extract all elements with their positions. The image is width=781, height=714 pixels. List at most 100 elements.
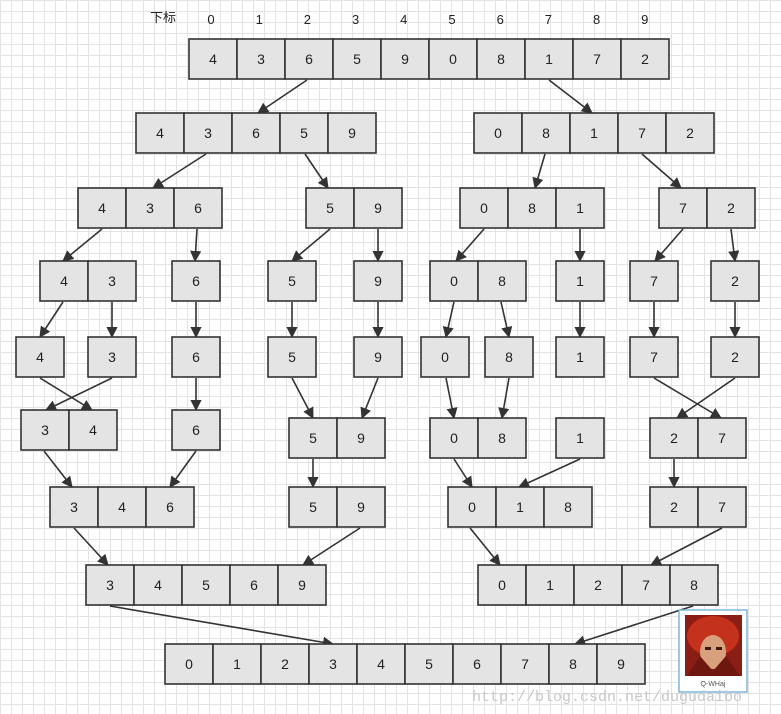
- array-cell: [649, 417, 699, 459]
- cell-value: 8: [505, 349, 513, 365]
- cell-value: 6: [250, 577, 258, 593]
- cell-value: 1: [576, 200, 584, 216]
- cell-value: 5: [309, 499, 317, 515]
- array-cell: [665, 112, 715, 154]
- cell-value: 3: [146, 200, 154, 216]
- array-cell: [521, 112, 571, 154]
- cell-value: 2: [594, 577, 602, 593]
- array-cell: [284, 38, 334, 80]
- array-box: 8: [484, 336, 534, 378]
- array-cell: [697, 486, 747, 528]
- arrows-layer: [39, 79, 741, 648]
- cell-value: 8: [690, 577, 698, 593]
- arrow-e8-f5: [653, 377, 722, 419]
- cell-value: 4: [377, 656, 385, 672]
- array-cell: [569, 112, 619, 154]
- array-cell: [279, 112, 329, 154]
- arrow-f0-g0: [43, 450, 73, 488]
- cell-value: 2: [670, 430, 678, 446]
- array-cell: [420, 336, 470, 378]
- cell-value: 3: [41, 422, 49, 438]
- array-cell: [171, 336, 221, 378]
- cell-value: 1: [546, 577, 554, 593]
- cell-value: 7: [650, 273, 658, 289]
- array-box: 0: [420, 336, 470, 378]
- cell-value: 0: [494, 125, 502, 141]
- arrow-c3-d6: [654, 228, 684, 262]
- array-cell: [452, 643, 502, 685]
- array-cell: [555, 417, 605, 459]
- cell-value: 9: [298, 577, 306, 593]
- cell-value: 3: [204, 125, 212, 141]
- cell-value: 1: [233, 656, 241, 672]
- array-cell: [629, 260, 679, 302]
- array-cell: [171, 260, 221, 302]
- cell-value: 1: [590, 125, 598, 141]
- array-cell: [212, 643, 262, 685]
- cell-value: 3: [329, 656, 337, 672]
- cell-value: 9: [374, 349, 382, 365]
- cell-value: 0: [450, 430, 458, 446]
- watermark-url: http://blog.csdn.net/dugudaibo: [472, 689, 742, 706]
- cell-value: 0: [449, 51, 457, 67]
- array-cell: [555, 187, 605, 229]
- cell-value: 8: [528, 200, 536, 216]
- cell-value: 6: [473, 656, 481, 672]
- array-cell: [85, 564, 135, 606]
- array-cell: [353, 260, 403, 302]
- cell-value: 3: [257, 51, 265, 67]
- array-cell: [477, 417, 527, 459]
- cell-value: 9: [348, 125, 356, 141]
- cell-value: 9: [374, 200, 382, 216]
- cell-value: 6: [192, 349, 200, 365]
- arrow-h0-i0: [109, 605, 335, 648]
- arrow-b1-c3: [641, 153, 682, 189]
- array-cell: [267, 336, 317, 378]
- array-cell: [277, 564, 327, 606]
- index-label: 1: [256, 12, 263, 27]
- array-cell: [188, 38, 238, 80]
- arrow-b0-c0: [152, 153, 207, 189]
- cell-value: 6: [192, 273, 200, 289]
- arrow-c3-d7: [728, 228, 740, 263]
- cell-value: 6: [192, 422, 200, 438]
- array-cell: [621, 564, 671, 606]
- arrow-c0-d0: [62, 228, 103, 262]
- array-cell: [706, 187, 756, 229]
- array-cell: [555, 260, 605, 302]
- cell-value: 6: [252, 125, 260, 141]
- watermark: Q-WHaj http://blog.csdn.net/dugudaibo: [472, 609, 748, 706]
- index-label: 5: [448, 12, 455, 27]
- index-label: 2: [304, 12, 311, 27]
- array-cell: [15, 336, 65, 378]
- cell-value: 5: [202, 577, 210, 593]
- array-cell: [658, 187, 708, 229]
- array-cell: [308, 643, 358, 685]
- array-box: 7: [629, 336, 679, 378]
- array-box: 9: [353, 260, 403, 302]
- array-box: 2: [710, 260, 760, 302]
- array-cell: [229, 564, 279, 606]
- cell-value: 9: [357, 430, 365, 446]
- array-cell: [507, 187, 557, 229]
- cell-value: 7: [521, 656, 529, 672]
- array-cell: [380, 38, 430, 80]
- cell-value: 5: [353, 51, 361, 67]
- arrow-d4-e6: [500, 301, 513, 339]
- cell-value: 5: [300, 125, 308, 141]
- array-box: 3: [87, 336, 137, 378]
- cell-value: 0: [450, 273, 458, 289]
- arrow-g0-h0: [73, 527, 109, 566]
- cell-value: 3: [108, 349, 116, 365]
